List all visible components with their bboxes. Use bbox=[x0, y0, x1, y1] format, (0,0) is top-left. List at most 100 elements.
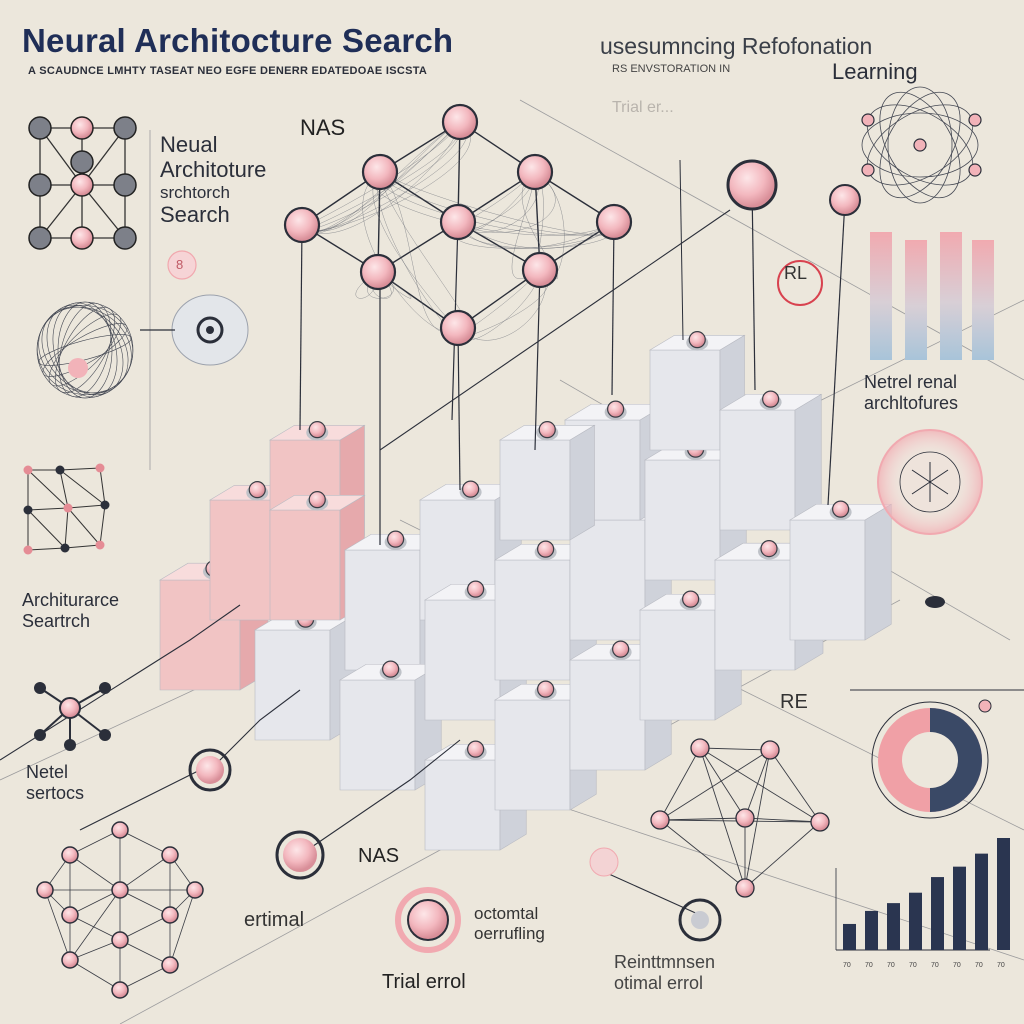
block-knob bbox=[607, 400, 625, 418]
cube-lattice-icon bbox=[69, 889, 121, 916]
badge-circle bbox=[167, 250, 197, 280]
network-node-icon bbox=[111, 821, 129, 839]
page-title: Neural Architocture Search bbox=[22, 22, 454, 59]
cube-lattice-icon bbox=[119, 914, 171, 941]
grid-edge bbox=[99, 504, 106, 546]
architecture-block bbox=[788, 500, 893, 641]
network-node-icon bbox=[441, 103, 479, 141]
net-tangle bbox=[372, 171, 615, 236]
network-node-icon bbox=[111, 931, 129, 949]
network-node-icon bbox=[61, 906, 79, 924]
network-node-icon bbox=[70, 173, 94, 197]
network-node-icon bbox=[978, 699, 992, 713]
block-knob bbox=[762, 390, 780, 408]
na-line-4: Search bbox=[160, 202, 230, 228]
grid-edge bbox=[99, 467, 106, 506]
network-node-icon bbox=[735, 878, 755, 898]
mesh-edge bbox=[659, 747, 701, 821]
bar-tick-label: 70 bbox=[953, 962, 961, 969]
block-knob bbox=[537, 680, 555, 698]
input-wire bbox=[209, 689, 301, 771]
architecture-block bbox=[268, 491, 366, 621]
target-center bbox=[691, 911, 709, 929]
network-node-icon bbox=[34, 682, 46, 694]
network-node-icon bbox=[968, 113, 982, 127]
rl-heading-line1: usesumncing Refofonation bbox=[600, 33, 873, 59]
cube-lattice-icon bbox=[119, 854, 171, 891]
neural-architectures-label: Netrel renal archltofures bbox=[864, 372, 958, 413]
network-node-icon bbox=[99, 729, 111, 741]
target-ring bbox=[395, 887, 461, 953]
gradient-bars-icon bbox=[972, 240, 994, 360]
network-node-icon bbox=[760, 740, 780, 760]
optimal-refining-label: octomtal oerrufling bbox=[474, 904, 545, 945]
bar-tick-label: 70 bbox=[865, 962, 873, 969]
block-front bbox=[639, 609, 716, 721]
orbit-icon bbox=[879, 91, 961, 199]
block-front bbox=[644, 459, 721, 581]
bar-tick-label: 70 bbox=[975, 962, 983, 969]
trial-error-label: Trial errol bbox=[382, 971, 466, 993]
network-node-icon bbox=[34, 729, 46, 741]
grid-edge bbox=[27, 547, 66, 551]
netrel-line-2: archltofures bbox=[864, 392, 959, 413]
bar-tick-label: 70 bbox=[887, 962, 895, 969]
block-front bbox=[494, 699, 571, 811]
grid-edge bbox=[27, 469, 69, 509]
cube-lattice-icon bbox=[169, 889, 196, 966]
network-node-icon bbox=[650, 810, 670, 830]
optimal-label: ertimal bbox=[244, 909, 305, 931]
block-front bbox=[424, 599, 501, 721]
mesh-edge bbox=[699, 747, 771, 751]
netel-line-1: Netel bbox=[26, 762, 69, 782]
block-front bbox=[209, 499, 281, 621]
mesh-edge bbox=[659, 749, 771, 821]
block-side bbox=[864, 503, 892, 641]
block-knob bbox=[308, 421, 326, 439]
archsearch-line-2: Seartrch bbox=[22, 610, 91, 631]
block-front bbox=[254, 629, 331, 741]
mesh-edge bbox=[699, 747, 746, 819]
mesh-edge bbox=[744, 749, 771, 819]
orbit-icon bbox=[887, 86, 953, 204]
input-wire bbox=[0, 604, 241, 761]
orbit-icon bbox=[861, 112, 979, 178]
archsearch-line-1: Architurarce bbox=[22, 590, 120, 610]
input-wire bbox=[299, 739, 461, 856]
drop-wire bbox=[679, 159, 684, 341]
network-node-icon bbox=[70, 226, 94, 250]
network-node-icon bbox=[913, 138, 927, 152]
bar-chart-bar bbox=[953, 866, 966, 950]
rl-badge-label: RL bbox=[784, 263, 808, 283]
radar-cross bbox=[911, 462, 949, 502]
network-node-icon bbox=[59, 697, 81, 719]
target-icon bbox=[678, 898, 722, 942]
grid-edge bbox=[64, 544, 101, 549]
wireframe-sphere-icon bbox=[55, 306, 115, 394]
badge-circle bbox=[589, 847, 619, 877]
wireframe-sphere-icon bbox=[57, 301, 113, 399]
grid-edge bbox=[27, 507, 69, 511]
network-node-icon bbox=[28, 226, 52, 250]
network-node-icon bbox=[861, 113, 875, 127]
architecture-block bbox=[498, 421, 596, 541]
bar-chart-bar bbox=[909, 892, 922, 950]
block-front bbox=[269, 509, 341, 621]
network-node-icon bbox=[63, 503, 73, 513]
block-knob bbox=[248, 481, 266, 499]
input-node-ring bbox=[275, 830, 325, 880]
rl-heading-small: RS ENVSTORATION IN bbox=[612, 63, 731, 75]
reinforcement-optimal-label: Reinttmnsen otimal errol bbox=[614, 952, 715, 993]
grid-edge bbox=[67, 504, 106, 509]
bar-tick-label: 70 bbox=[997, 962, 1005, 969]
mesh-edge bbox=[769, 749, 821, 823]
block-front bbox=[649, 349, 721, 451]
network-node-icon bbox=[23, 465, 33, 475]
bar-chart-bar bbox=[975, 853, 988, 950]
re-label: RE bbox=[780, 691, 808, 713]
network-node-icon bbox=[359, 253, 397, 291]
target-icon bbox=[196, 316, 224, 344]
nas-label-bottom: NAS bbox=[358, 845, 400, 867]
block-front bbox=[424, 759, 501, 851]
neural-architecture-label: Neual Architoture srchtorch Search bbox=[160, 132, 266, 227]
